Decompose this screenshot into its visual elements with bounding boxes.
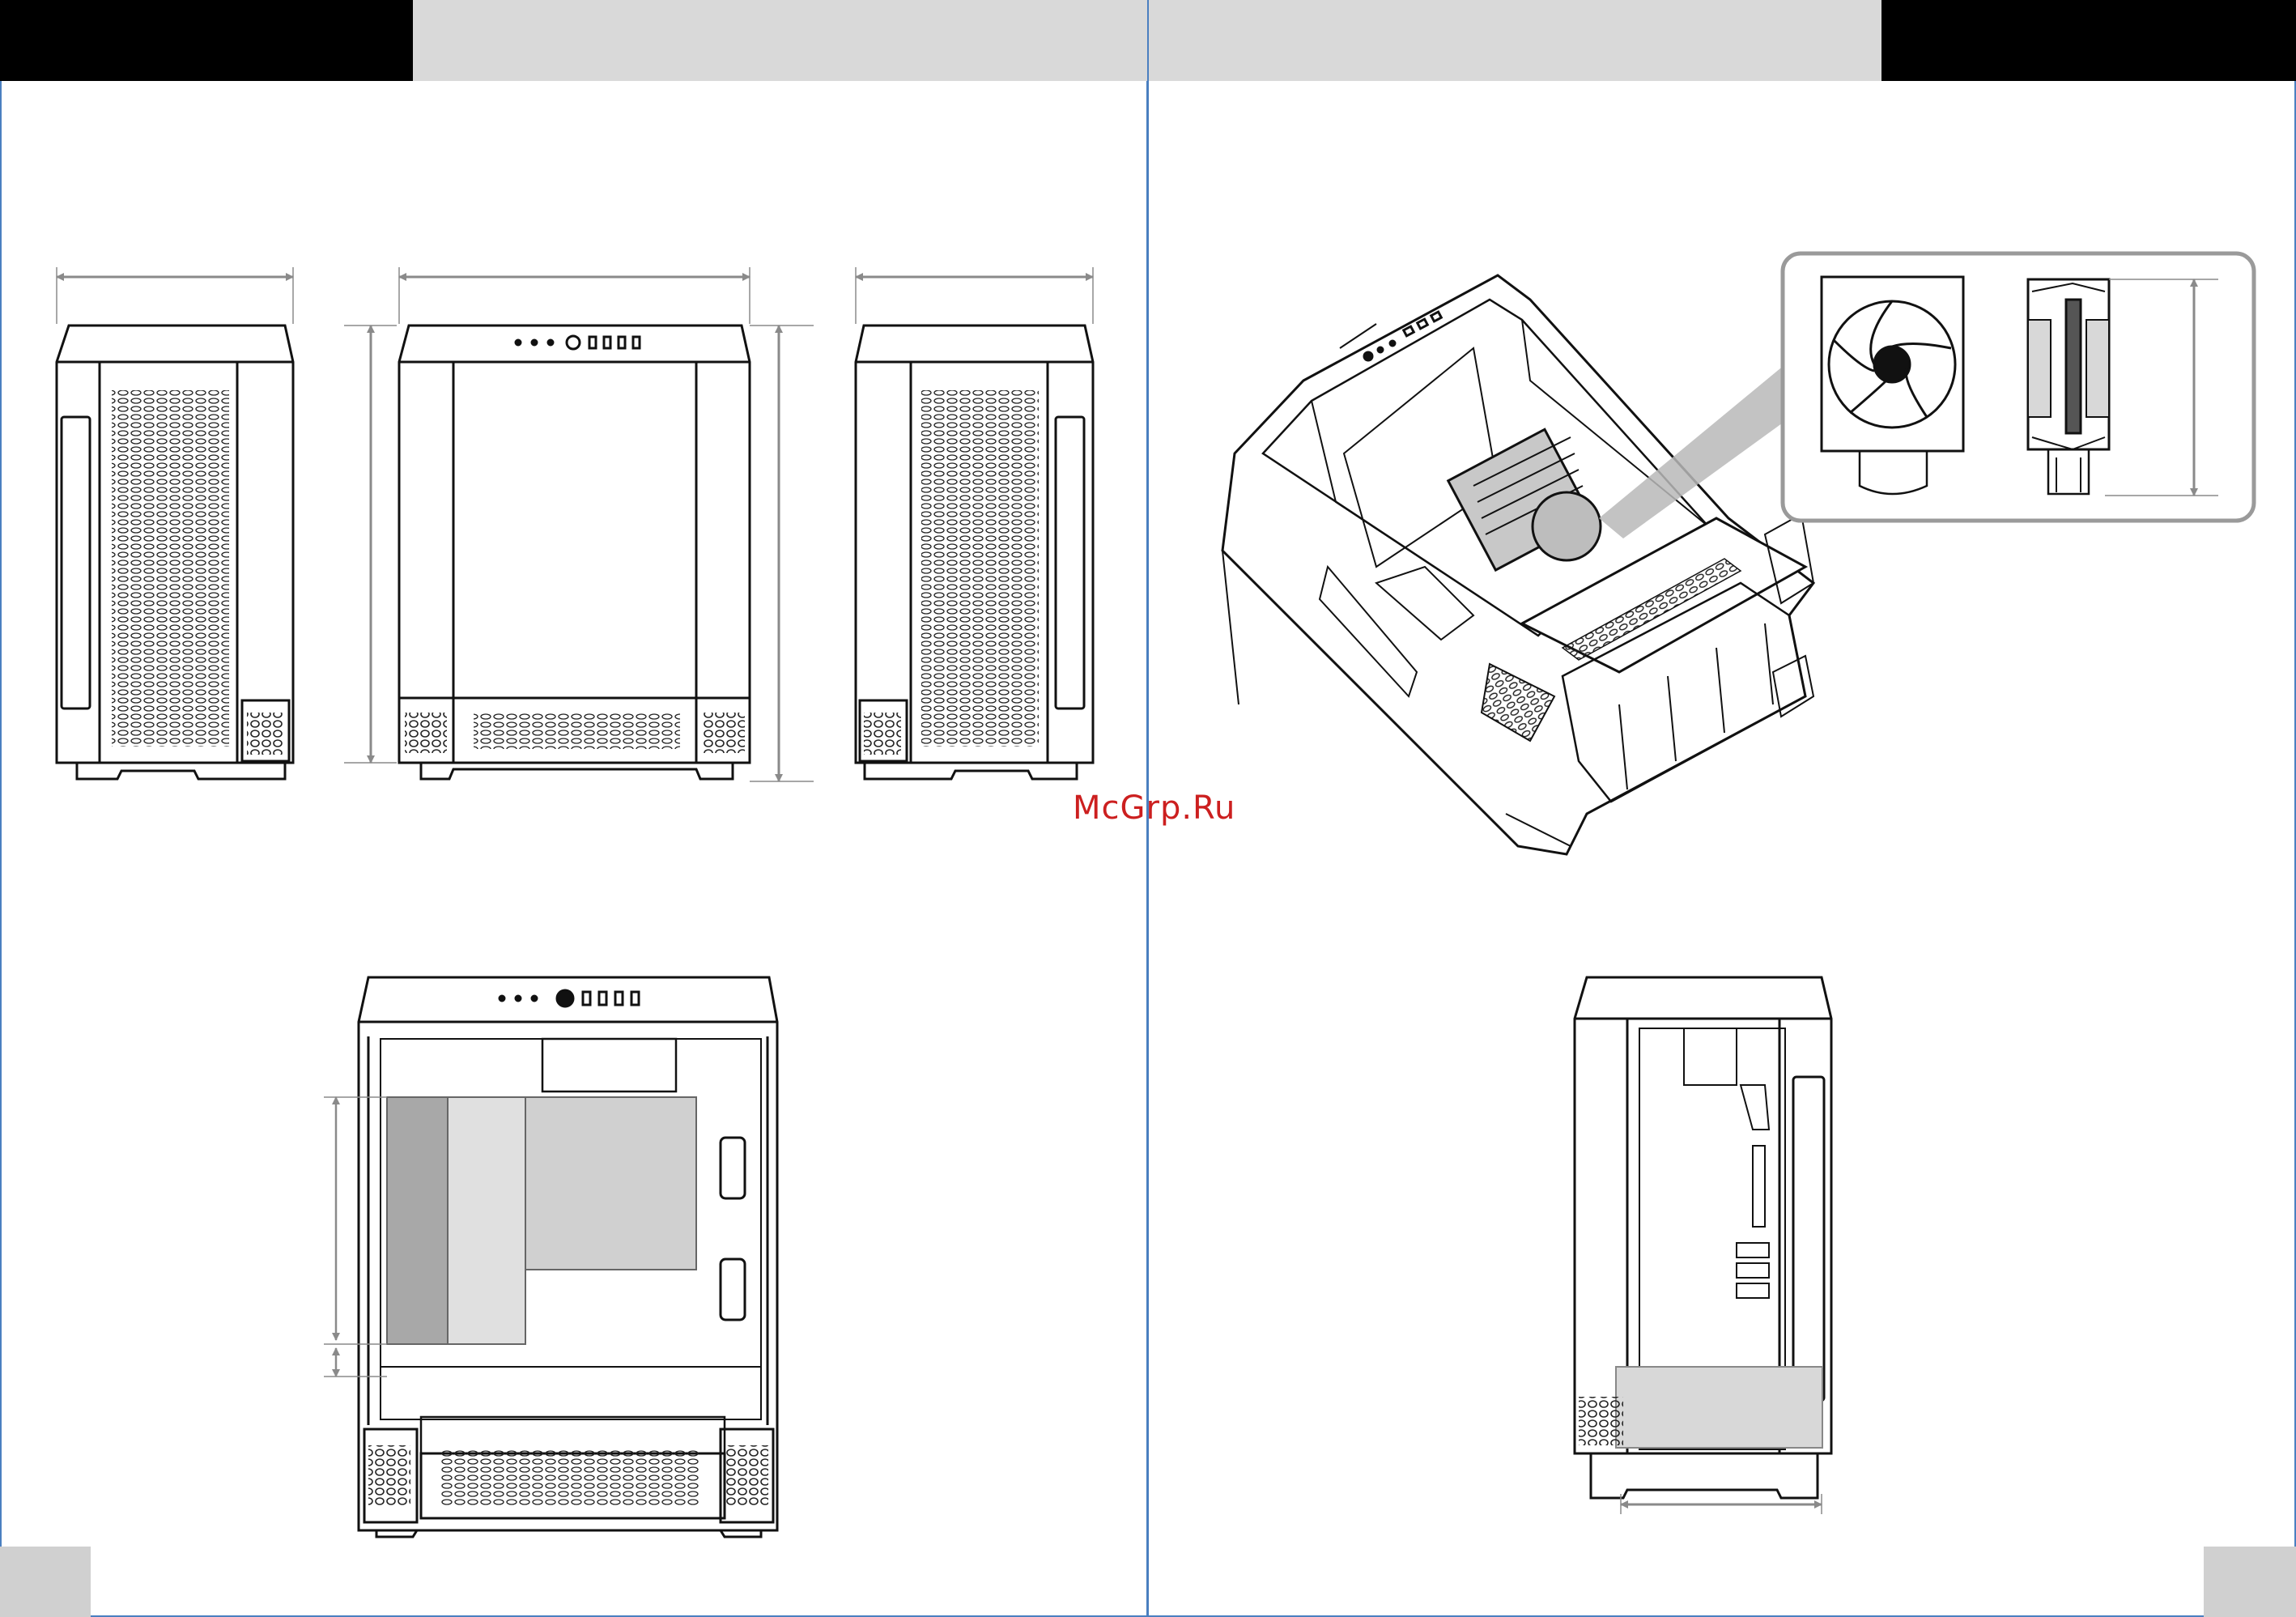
case-isometric-view [1222, 275, 1813, 854]
watermark-text: McGrp.Ru [1073, 789, 1235, 827]
case-side-view-right [856, 267, 1093, 779]
case-interior-view [324, 977, 777, 1537]
case-front-view [344, 267, 814, 781]
case-side-view-left [57, 267, 293, 779]
case-rear-interior-view [1575, 977, 1831, 1514]
cpu-cooler-callout [1783, 253, 2254, 521]
